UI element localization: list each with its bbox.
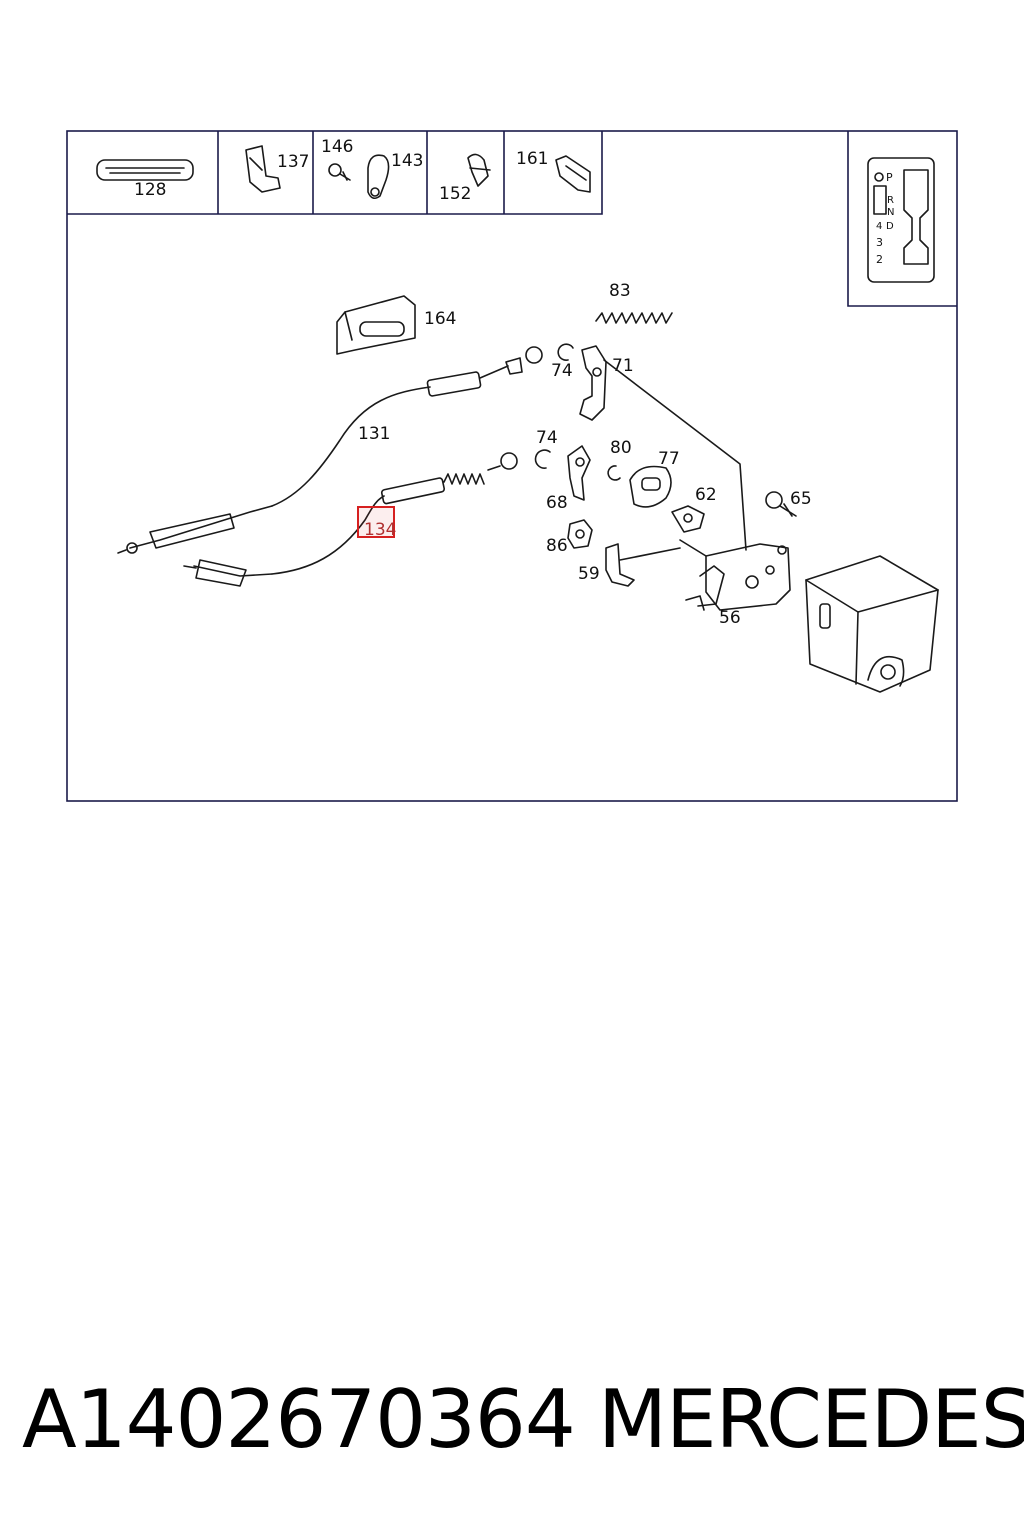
callout-146: 146 — [321, 137, 353, 157]
footer: A1402670364 MERCEDES — [0, 1370, 1024, 1480]
part-137-clip — [245, 145, 281, 193]
part-131-cable — [117, 346, 543, 554]
small-parts-strip — [67, 131, 603, 215]
gate-label-4: 4 — [876, 221, 882, 232]
callout-62: 62 — [695, 485, 717, 505]
part-143-clamp — [367, 154, 390, 200]
part-65-screw — [765, 491, 797, 517]
callout-134: 134 — [364, 520, 396, 540]
part-74-circlip-upper — [557, 343, 574, 361]
callout-131: 131 — [358, 424, 390, 444]
diagram-frame — [66, 130, 958, 802]
parts-diagram: P R N 4 D 3 2 128 137 146 143 152 — [66, 130, 958, 802]
callout-143: 143 — [391, 151, 423, 171]
callout-83: 83 — [609, 281, 631, 301]
callout-164: 164 — [424, 309, 456, 329]
part-62-plate — [671, 505, 705, 533]
part-number: A1402670364 — [22, 1373, 576, 1466]
brand-name: MERCEDES — [598, 1373, 1024, 1466]
part-68-pawl — [567, 445, 591, 501]
gate-label-2: 2 — [876, 253, 883, 266]
gate-label-p: P — [886, 171, 893, 184]
selector-housing — [805, 555, 939, 693]
callout-65: 65 — [790, 489, 812, 509]
part-56-selector-assembly — [603, 359, 791, 611]
part-134-cable — [183, 452, 518, 587]
part-161-bracket — [555, 155, 591, 193]
part-146-screw — [328, 163, 351, 181]
callout-59: 59 — [578, 564, 600, 584]
callout-71: 71 — [612, 356, 634, 376]
callout-74-lower: 74 — [536, 428, 558, 448]
part-71-lever — [579, 345, 607, 421]
part-83-spring — [595, 312, 673, 324]
callout-161: 161 — [516, 149, 548, 169]
callout-128: 128 — [134, 180, 166, 200]
gate-label-r: R — [887, 195, 894, 206]
gate-label-3: 3 — [876, 236, 883, 249]
callout-152: 152 — [439, 184, 471, 204]
gate-label-d: D — [886, 221, 894, 232]
part-128-trim-strip — [96, 159, 194, 181]
callout-77: 77 — [658, 449, 680, 469]
callout-80: 80 — [610, 438, 632, 458]
part-80-clip — [607, 465, 621, 481]
callout-134-highlight — [357, 506, 395, 538]
callout-74-upper: 74 — [551, 361, 573, 381]
gate-label-n: N — [887, 207, 894, 218]
part-86-nut — [567, 519, 593, 549]
part-152-clip — [467, 153, 491, 187]
callout-68: 68 — [546, 493, 568, 513]
callout-137: 137 — [277, 152, 309, 172]
shift-gate-inset: P R N 4 D 3 2 — [847, 131, 957, 307]
part-74-circlip-lower — [534, 449, 551, 469]
part-59-bracket — [605, 543, 681, 587]
callout-86: 86 — [546, 536, 568, 556]
callout-56: 56 — [719, 608, 741, 628]
part-77-cam — [629, 465, 672, 508]
part-164-cover — [336, 295, 416, 355]
